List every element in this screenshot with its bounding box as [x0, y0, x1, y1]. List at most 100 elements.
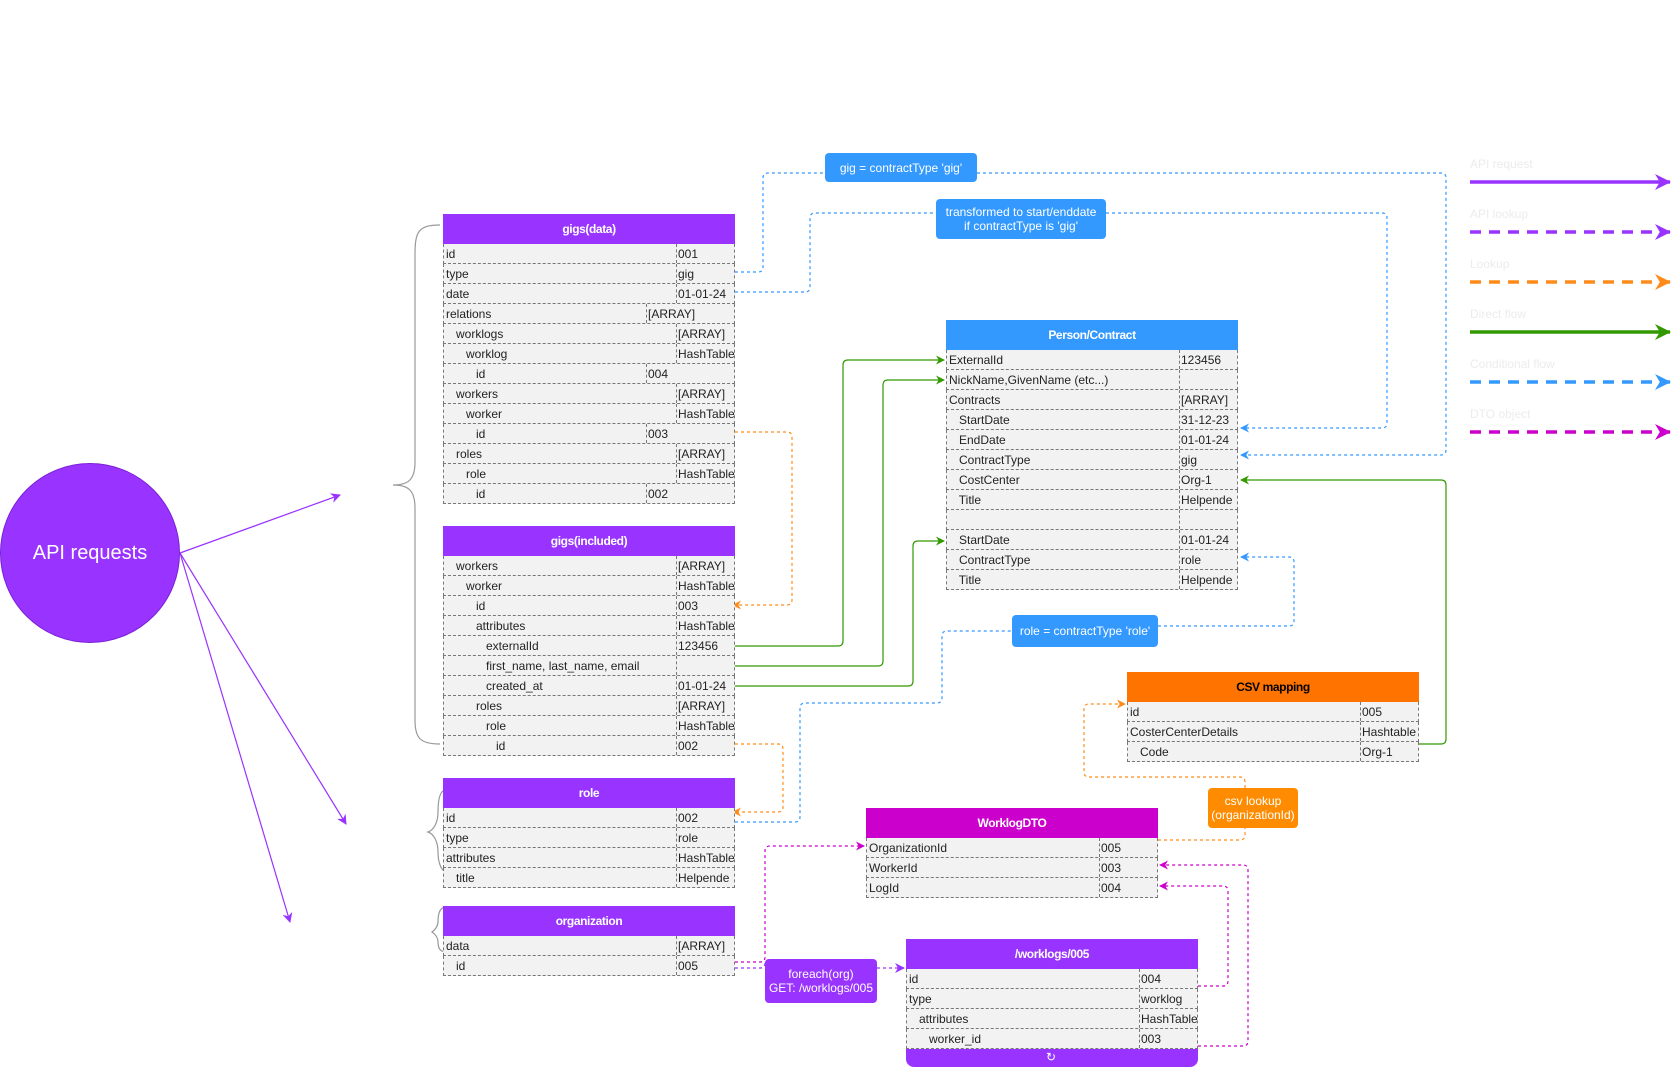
- table-row: roles[ARRAY]: [443, 696, 735, 716]
- flow-cost-center: [1240, 475, 1447, 745]
- row-divider: [676, 324, 677, 343]
- row-key: id: [446, 487, 486, 501]
- row-key: id: [446, 739, 506, 753]
- row-key: worker_id: [909, 1032, 982, 1046]
- table-row: Contracts[ARRAY]: [946, 390, 1238, 410]
- row-divider: [676, 556, 677, 575]
- lookup-csv-a: [1158, 828, 1246, 841]
- gig-label: gig = contractType 'gig': [825, 153, 977, 182]
- row-key: id: [909, 972, 919, 986]
- row-value: 004: [648, 367, 669, 381]
- row-key: roles: [446, 447, 483, 461]
- row-key: worklog: [446, 347, 508, 361]
- row-value: 01-01-24: [678, 679, 727, 693]
- api-requests-node[interactable]: API requests: [0, 463, 180, 643]
- row-divider: [676, 596, 677, 615]
- row-value: 01-01-24: [1181, 433, 1230, 447]
- row-key: LogId: [869, 881, 900, 895]
- row-key: id: [1130, 705, 1140, 719]
- row-key: role: [446, 719, 507, 733]
- row-divider: [1179, 530, 1180, 549]
- role-cond-b: [1158, 552, 1295, 627]
- row-key: WorkerId: [869, 861, 918, 875]
- table-row: [946, 510, 1238, 530]
- table-row: workers [ARRAY]: [443, 384, 735, 404]
- row-divider: [676, 244, 677, 263]
- row-divider: [676, 636, 677, 655]
- row-divider: [676, 284, 677, 303]
- table-row: CosterCenterDetails Hashtable: [1127, 722, 1419, 742]
- table-row: roles[ARRAY]: [443, 444, 735, 464]
- row-divider: [676, 464, 677, 483]
- row-divider: [1179, 390, 1180, 409]
- row-divider: [646, 424, 647, 443]
- row-divider: [676, 576, 677, 595]
- row-value: 123456: [1181, 353, 1222, 367]
- row-key: StartDate: [949, 533, 1010, 547]
- row-key: id: [446, 599, 486, 613]
- row-divider: [1099, 858, 1100, 877]
- row-divider: [676, 956, 677, 975]
- row-key: CosterCenterDetails: [1130, 725, 1239, 739]
- row-divider: [1139, 989, 1140, 1008]
- row-divider: [646, 364, 647, 383]
- api-arrow-gigs: [179, 493, 341, 554]
- row-value: Helpende: [1181, 573, 1233, 587]
- row-key: workers: [446, 387, 499, 401]
- row-value: 003: [648, 427, 669, 441]
- row-divider: [676, 444, 677, 463]
- row-value: Helpende: [1181, 493, 1233, 507]
- row-value: role: [1181, 553, 1202, 567]
- legend-label: API lookup: [1470, 207, 1529, 221]
- row-key: title: [446, 871, 475, 885]
- row-value: HashTable: [678, 619, 735, 633]
- table-header: Person/Contract: [946, 320, 1238, 350]
- org-brace: [430, 906, 447, 953]
- refresh-icon[interactable]: ↻: [1046, 1050, 1057, 1064]
- row-value: 003: [678, 599, 699, 613]
- role-label: role = contractType 'role': [1012, 615, 1158, 647]
- flow-names: [735, 375, 945, 667]
- row-value: HashTable: [678, 467, 735, 481]
- row-divider: [646, 304, 647, 323]
- row-key: workers: [446, 559, 499, 573]
- row-key: worker: [446, 407, 503, 421]
- gigs-brace: [392, 224, 441, 745]
- row-value: [ARRAY]: [678, 387, 726, 401]
- row-divider: [1179, 370, 1180, 389]
- row-divider: [1139, 1009, 1140, 1028]
- row-key: role: [446, 467, 487, 481]
- row-key: OrganizationId: [869, 841, 948, 855]
- row-divider: [676, 828, 677, 847]
- row-value: Hashtable: [1362, 725, 1417, 739]
- row-divider: [1179, 450, 1180, 469]
- row-divider: [1179, 410, 1180, 429]
- row-value: HashTable: [678, 407, 735, 421]
- row-key: NickName,GivenName (etc...): [949, 373, 1109, 387]
- row-key: data: [446, 939, 470, 953]
- row-divider: [1179, 550, 1180, 569]
- legend-label: Conditional flow: [1470, 357, 1555, 371]
